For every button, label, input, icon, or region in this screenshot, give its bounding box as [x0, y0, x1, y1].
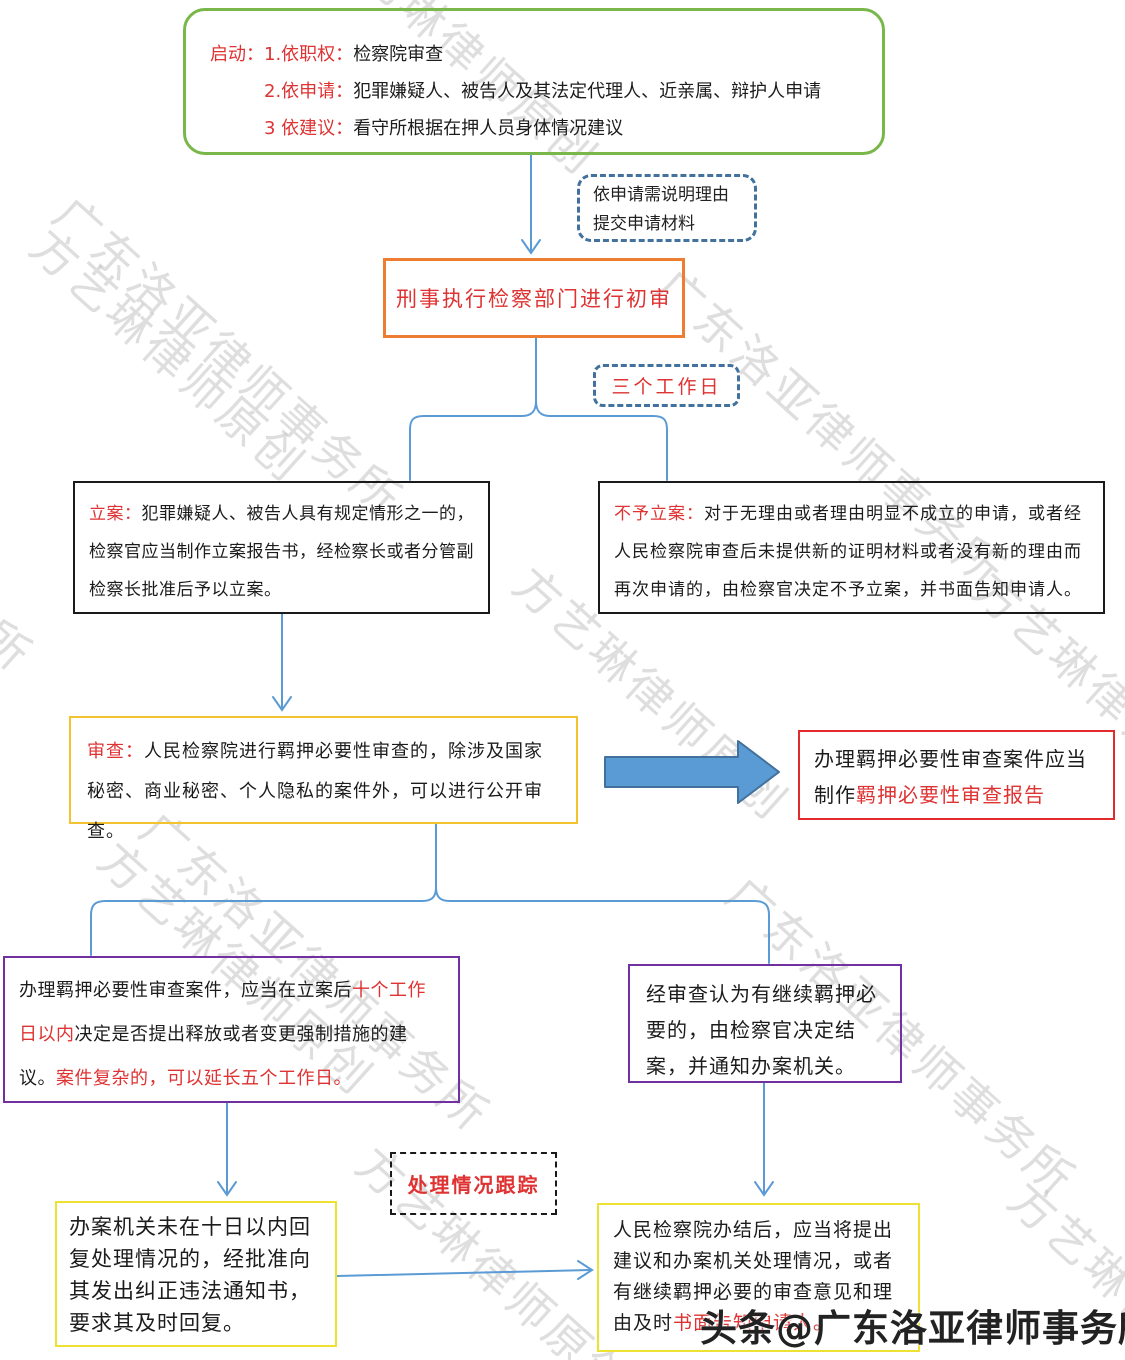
- node-no-file-case: 不予立案：对于无理由或者理由明显不成立的申请，或者经人民检察院审查后未提供新的证…: [598, 481, 1105, 614]
- node-file-case: 立案：犯罪嫌疑人、被告人具有规定情形之一的，检察官应当制作立案报告书，经检察长或…: [73, 481, 490, 614]
- connector-initial-to-nofilecase: [535, 400, 668, 481]
- node-initial-review: 刑事执行检察部门进行初审: [383, 258, 685, 338]
- node-no-reply: 办案机关未在十日以内回复处理情况的，经批准向其发出纠正违法通知书，要求其及时回复…: [55, 1201, 337, 1347]
- start-item-1: 启动：1.依职权：检察院审查: [210, 44, 444, 65]
- connector-initial-to-filecase: [409, 337, 537, 481]
- start-item-2: 2.依申请：犯罪嫌疑人、被告人及其法定代理人、近亲属、辩护人申请: [264, 81, 822, 102]
- note-apply-requirements: 依申请需说明理由 提交申请材料: [577, 174, 757, 242]
- connector-noreply-to-conclude: [336, 1269, 591, 1277]
- review-label: 审查：: [87, 741, 144, 762]
- arrowhead-down-icon: [521, 239, 541, 255]
- note-tracking: 处理情况跟踪: [390, 1152, 557, 1215]
- no-file-case-label: 不予立案：: [614, 504, 704, 524]
- connector-review-to-continue: [435, 886, 770, 964]
- note-three-working-days: 三个工作日: [593, 364, 740, 407]
- node-conclude: 人民检察院办结后，应当将提出建议和办案机关处理情况，或者有继续羁押必要的审查意见…: [597, 1203, 920, 1352]
- node-start: 启动：1.依职权：检察院审查 2.依申请：犯罪嫌疑人、被告人及其法定代理人、近亲…: [183, 8, 885, 155]
- start-prefix: 启动：: [210, 44, 264, 65]
- node-review: 审查：人民检察院进行羁押必要性审查的，除涉及国家秘密、商业秘密、个人隐私的案件外…: [69, 716, 578, 842]
- block-arrow-right-icon: [604, 740, 780, 804]
- arrowhead-right-icon: [577, 1260, 594, 1280]
- file-case-label: 立案：: [89, 504, 142, 524]
- node-deadline: 办理羁押必要性审查案件，应当在立案后十个工作日以内决定是否提出释放或者变更强制措…: [3, 956, 460, 1103]
- node-continue-detention: 经审查认为有继续羁押必要的，由检察官决定结案，并通知办案机关。: [628, 964, 902, 1083]
- arrowhead-down-icon: [217, 1181, 237, 1197]
- connector-review-to-deadline: [90, 823, 437, 956]
- node-review-report: 办理羁押必要性审查案件应当制作羁押必要性审查报告: [798, 730, 1115, 820]
- arrowhead-down-icon: [272, 696, 292, 712]
- start-item-3: 3 依建议：看守所根据在押人员身体情况建议: [264, 118, 624, 139]
- arrowhead-down-icon: [754, 1181, 774, 1197]
